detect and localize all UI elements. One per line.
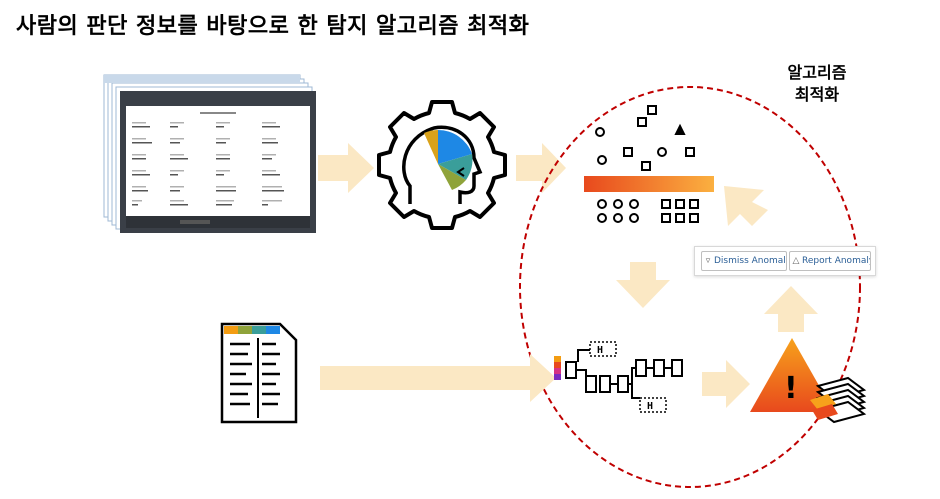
gear-head-icon: [377, 100, 507, 230]
arrow-to-flowchart: [320, 354, 556, 402]
arrow-to-gear: [318, 143, 374, 193]
warning-icon: !: [750, 338, 834, 412]
process-flowchart-icon: H H: [554, 341, 683, 413]
optimization-label: 알고리즘 최적화: [782, 62, 852, 106]
thumbs-down-icon: ▿: [705, 256, 711, 266]
dismiss-anomaly-button[interactable]: ▿Dismiss Anomaly: [701, 251, 787, 271]
filter-bar: [584, 176, 714, 192]
anomaly-action-bar: ▿Dismiss Anomaly △Report Anomaly: [694, 246, 876, 276]
money-stack-icon: [810, 376, 867, 424]
arrow-to-filter: [516, 143, 566, 193]
arrow-feedback-diag: [724, 186, 768, 226]
arrow-to-warning: [702, 360, 750, 408]
optimization-boundary: [519, 86, 861, 488]
report-anomaly-button[interactable]: △Report Anomaly: [789, 251, 871, 271]
filtered-output-icon: [597, 199, 699, 223]
screenshot-stack: [103, 74, 316, 233]
svg-text:H: H: [597, 345, 603, 356]
arrow-up-to-feedback: [764, 286, 818, 332]
page-title: 사람의 판단 정보를 바탕으로 한 탐지 알고리즘 최적화: [16, 14, 530, 39]
svg-text:H: H: [647, 401, 653, 412]
table-document-icon: [220, 322, 298, 424]
svg-text:!: !: [784, 371, 798, 406]
optimization-label-line2: 최적화: [794, 85, 840, 104]
optimization-label-line1: 알고리즘: [787, 63, 847, 82]
bell-icon: △: [792, 256, 800, 266]
arrow-down-to-flow: [616, 262, 670, 308]
filter-particles-icon: [595, 105, 695, 171]
report-anomaly-label: Report Anomaly: [802, 256, 871, 266]
dismiss-anomaly-label: Dismiss Anomaly: [714, 256, 787, 266]
